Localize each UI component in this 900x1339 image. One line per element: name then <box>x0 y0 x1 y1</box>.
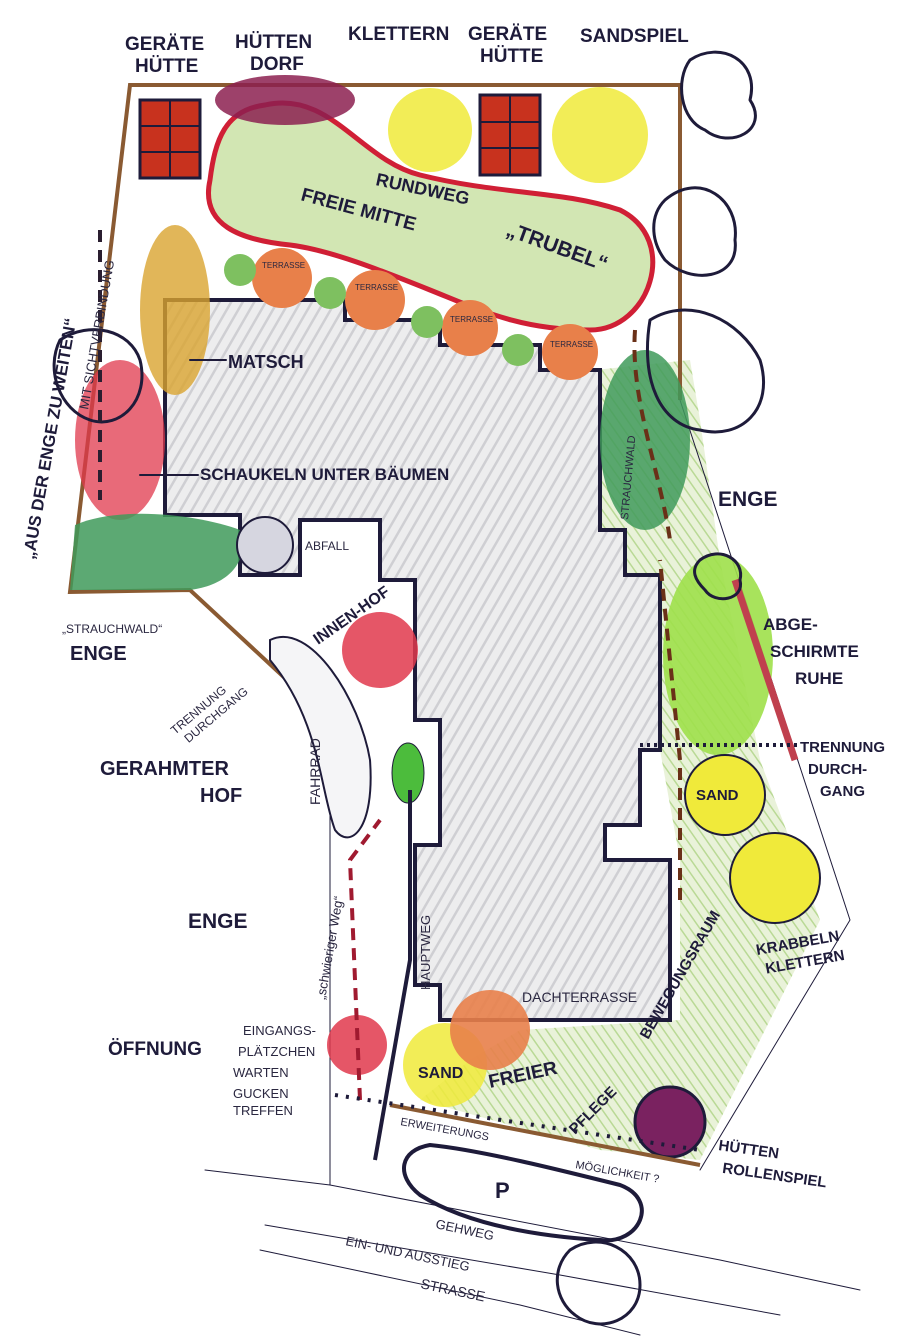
label-enge-right: ENGE <box>718 488 778 511</box>
eingang-tree <box>327 1015 387 1075</box>
krabbeln-circle <box>729 832 821 924</box>
label-fahrrad: FAHRRAD <box>307 738 323 805</box>
label-terrasse-4: TERRASSE <box>550 340 593 349</box>
dachterrasse-circle <box>450 990 530 1070</box>
hedge-red <box>731 578 799 762</box>
label-terrasse-2: TERRASSE <box>355 283 398 292</box>
path-arrows <box>98 230 800 1161</box>
terraces <box>224 248 598 380</box>
label-parking: P <box>495 1178 510 1203</box>
label-schwieriger-weg: „schwieriger Weg“ <box>313 895 346 1001</box>
label-terrasse-1: TERRASSE <box>262 261 305 270</box>
strauchwald-left <box>70 513 243 590</box>
hedge-bottom <box>389 1103 701 1167</box>
label-hauptweg: HAUPTWEG <box>418 915 433 990</box>
strauchwald-right <box>600 350 690 530</box>
label-moeglichkeit: MÖGLICHKEIT ? <box>574 1159 660 1186</box>
label-terrasse-3: TERRASSE <box>450 315 493 324</box>
label-aus-der-enge: „AUS DER ENGE ZU WEITEN“ <box>19 316 80 560</box>
label-strasse: STRASSE <box>419 1275 486 1304</box>
huettendorf <box>215 75 355 125</box>
label-huetten-rollenspiel: HÜTTENROLLENSPIEL <box>714 1137 830 1191</box>
geraete-huette-1 <box>138 98 202 180</box>
abfall-circle <box>236 516 294 574</box>
label-schaukeln: SCHAUKELN UNTER BÄUMEN <box>200 465 449 484</box>
label-oeffnung: ÖFFNUNG <box>108 1039 202 1060</box>
innenhof-tree <box>342 612 418 688</box>
geraete-huette-2 <box>478 93 542 177</box>
label-sand-right: SAND <box>696 787 739 804</box>
label-sand-bottom: SAND <box>418 1065 463 1082</box>
sandspiel-circle <box>552 87 648 183</box>
matsch-area <box>140 225 210 395</box>
parking <box>402 1143 644 1243</box>
label-dachterrasse: DACHTERRASSE <box>522 989 637 1005</box>
label-klettern: KLETTERN <box>348 24 449 45</box>
leader-lines <box>139 359 227 476</box>
label-abfall: ABFALL <box>305 539 349 553</box>
huetten-rollenspiel-circle <box>633 1085 707 1159</box>
label-enge-left: ENGE <box>70 643 127 665</box>
schaukel-tree <box>75 360 165 520</box>
tree-outlines <box>52 50 766 1326</box>
label-strauchwald-quote: „STRAUCHWALD“ <box>62 622 162 636</box>
klettern-circle <box>388 88 472 172</box>
fahrrad-stand <box>269 636 372 839</box>
sand-circle-right <box>684 754 766 836</box>
label-trennung-durchgang-left: TRENNUNGDURCHGANG <box>168 673 251 749</box>
label-matsch: MATSCH <box>228 352 304 372</box>
label-ein-ausstieg: EIN- UND AUSSTIEG <box>344 1233 471 1274</box>
label-sandspiel: SANDSPIEL <box>580 26 689 47</box>
building <box>163 298 672 1022</box>
label-gehweg: GEHWEG <box>434 1216 495 1243</box>
label-enge-mid: ENGE <box>188 910 248 933</box>
street-lines <box>204 1169 861 1336</box>
